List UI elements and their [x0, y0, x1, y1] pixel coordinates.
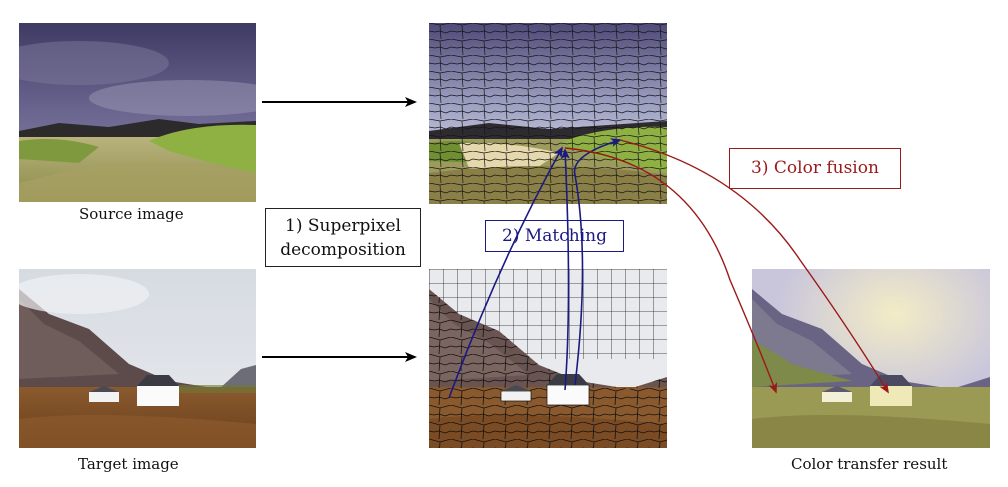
- source-image-caption: Source image: [79, 205, 184, 223]
- segmented-source-image: [429, 23, 667, 204]
- color-transfer-result-image: [752, 269, 990, 448]
- target-image: [19, 269, 256, 448]
- result-image-caption: Color transfer result: [791, 455, 948, 473]
- segmented-target-image: [429, 269, 667, 448]
- superpixel-step-line1: 1) Superpixel: [285, 216, 401, 236]
- superpixel-step-box: 1) Superpixel decomposition: [265, 208, 421, 267]
- color-fusion-step-box: 3) Color fusion: [729, 148, 901, 189]
- source-image: [19, 23, 256, 202]
- matching-step-box: 2) Matching: [485, 220, 624, 252]
- target-image-caption: Target image: [78, 455, 179, 473]
- superpixel-step-line2: decomposition: [280, 240, 406, 260]
